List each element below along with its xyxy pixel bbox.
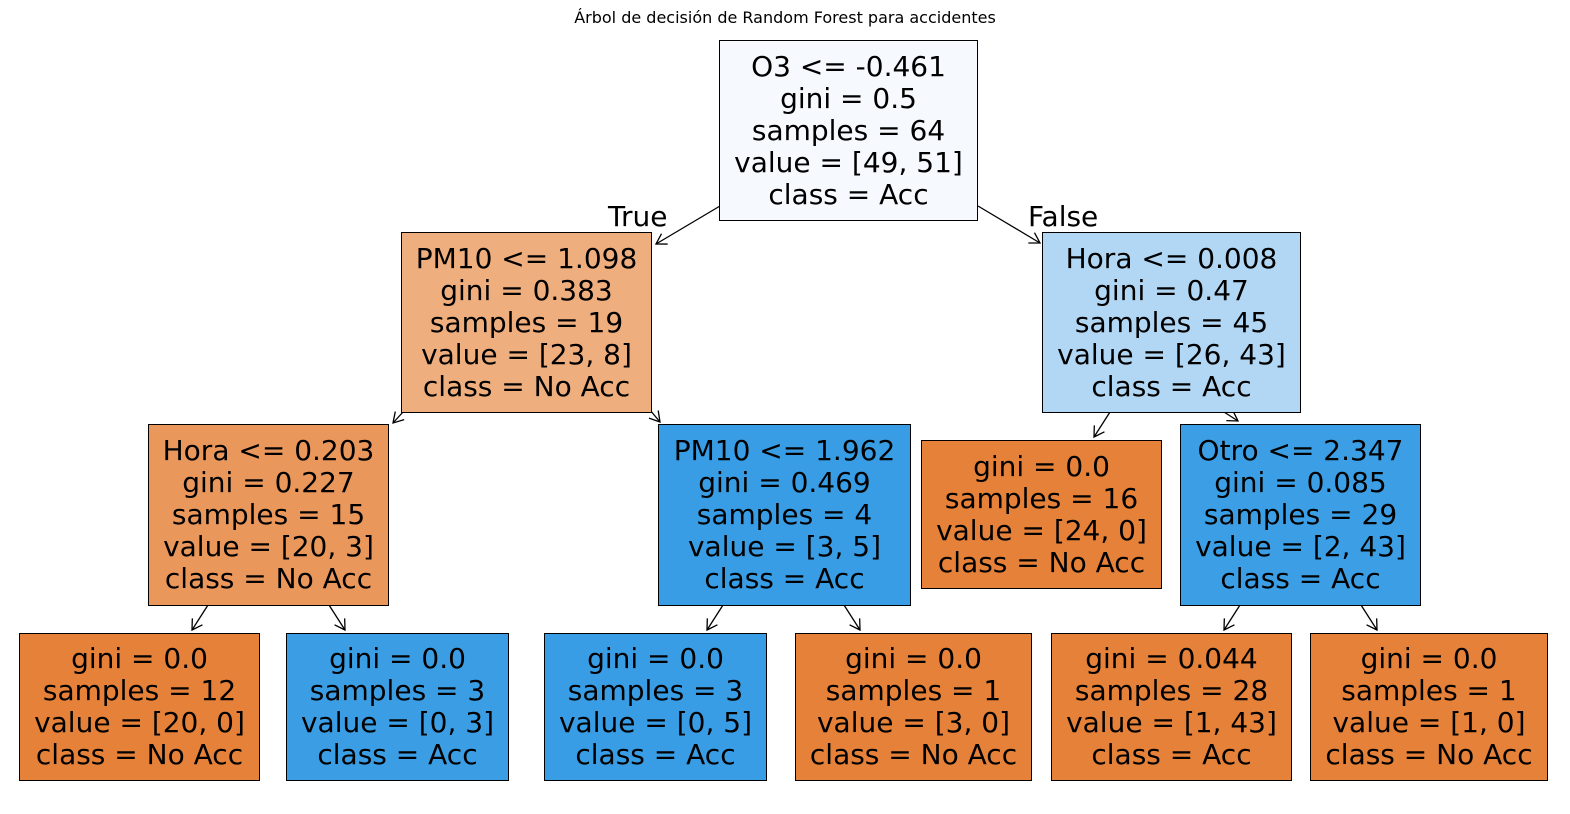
node-samples: samples = 29 [1203, 498, 1398, 531]
node-class: class = No Acc [422, 369, 631, 403]
node-split-rule: Hora <= 0.008 [1065, 241, 1278, 275]
node-gini: gini = 0.0 [587, 642, 724, 675]
node-class: class = Acc [317, 738, 478, 771]
node-value: value = [26, 43] [1057, 337, 1286, 371]
node-class: class = No Acc [35, 738, 244, 771]
edge-n3-n5 [328, 604, 346, 632]
node-split-rule: Otro <= 2.347 [1197, 434, 1404, 467]
tree-node-n1: PM10 <= 1.098 gini = 0.383 samples = 19 … [401, 232, 652, 413]
node-value: value = [3, 5] [687, 530, 882, 563]
node-samples: samples = 64 [751, 113, 946, 147]
edge-label-false: False [1028, 200, 1099, 233]
tree-node-n4: gini = 0.0 samples = 12 value = [20, 0] … [19, 633, 260, 781]
edge-n10-n12 [1360, 604, 1378, 632]
node-gini: gini = 0.0 [329, 642, 466, 675]
node-value: value = [20, 0] [34, 706, 245, 739]
node-gini: gini = 0.383 [440, 273, 613, 307]
edge-root-n2 [977, 205, 1042, 244]
tree-node-n11: gini = 0.044 samples = 28 value = [1, 43… [1051, 633, 1292, 781]
node-split-rule: PM10 <= 1.962 [673, 434, 896, 467]
node-samples: samples = 16 [944, 481, 1139, 515]
node-value: value = [24, 0] [936, 513, 1147, 547]
tree-node-root: O3 <= -0.461 gini = 0.5 samples = 64 val… [719, 40, 978, 221]
node-class: class = No Acc [937, 545, 1146, 579]
node-gini: gini = 0.47 [1094, 273, 1249, 307]
node-split-rule: PM10 <= 1.098 [415, 241, 638, 275]
tree-node-n12: gini = 0.0 samples = 1 value = [1, 0] cl… [1310, 633, 1548, 781]
node-gini: gini = 0.0 [71, 642, 208, 675]
node-value: value = [3, 0] [816, 706, 1011, 739]
node-gini: gini = 0.044 [1085, 642, 1258, 675]
node-value: value = [0, 3] [300, 706, 495, 739]
node-gini: gini = 0.5 [780, 81, 917, 115]
node-split-rule: O3 <= -0.461 [751, 49, 946, 83]
node-class: class = No Acc [164, 562, 373, 595]
node-class: class = Acc [704, 562, 865, 595]
node-split-rule: Hora <= 0.203 [162, 434, 375, 467]
node-value: value = [49, 51] [734, 145, 963, 179]
edge-n6-n7 [706, 604, 724, 632]
node-gini: gini = 0.0 [1360, 642, 1498, 675]
node-class: class = No Acc [1325, 738, 1533, 771]
node-samples: samples = 19 [429, 305, 624, 339]
node-class: class = Acc [1220, 562, 1381, 595]
node-class: class = Acc [768, 177, 929, 211]
node-samples: samples = 3 [309, 674, 486, 707]
node-class: class = Acc [1091, 738, 1252, 771]
node-gini: gini = 0.227 [182, 466, 355, 499]
node-samples: samples = 12 [42, 674, 237, 707]
tree-node-n8: gini = 0.0 samples = 1 value = [3, 0] cl… [795, 633, 1032, 781]
node-samples: samples = 1 [1341, 674, 1517, 707]
node-value: value = [23, 8] [421, 337, 632, 371]
node-gini: gini = 0.469 [698, 466, 871, 499]
node-samples: samples = 1 [825, 674, 1002, 707]
edge-root-n1 [654, 205, 721, 245]
node-gini: gini = 0.0 [973, 449, 1110, 483]
edge-n6-n8 [843, 604, 861, 632]
node-samples: samples = 4 [696, 498, 873, 531]
node-value: value = [0, 5] [558, 706, 753, 739]
node-value: value = [1, 0] [1332, 706, 1526, 739]
tree-node-n9: gini = 0.0 samples = 16 value = [24, 0] … [921, 440, 1162, 589]
edge-n10-n11 [1223, 604, 1241, 632]
node-samples: samples = 28 [1074, 674, 1269, 707]
node-gini: gini = 0.0 [845, 642, 982, 675]
edge-n3-n4 [191, 604, 209, 632]
tree-node-n6: PM10 <= 1.962 gini = 0.469 samples = 4 v… [658, 424, 911, 606]
node-class: class = Acc [575, 738, 736, 771]
tree-node-n2: Hora <= 0.008 gini = 0.47 samples = 45 v… [1042, 232, 1301, 413]
node-samples: samples = 45 [1074, 305, 1269, 339]
tree-node-n5: gini = 0.0 samples = 3 value = [0, 3] cl… [286, 633, 509, 781]
edge-label-true: True [608, 200, 668, 233]
node-value: value = [2, 43] [1195, 530, 1406, 563]
chart-title: Árbol de decisión de Random Forest para … [574, 8, 996, 27]
edge-n1-n3 [392, 411, 405, 424]
edge-n2-n9 [1093, 411, 1111, 439]
node-samples: samples = 15 [171, 498, 366, 531]
tree-node-n10: Otro <= 2.347 gini = 0.085 samples = 29 … [1180, 424, 1421, 606]
node-class: class = Acc [1091, 369, 1252, 403]
node-value: value = [1, 43] [1066, 706, 1277, 739]
node-value: value = [20, 3] [163, 530, 374, 563]
node-class: class = No Acc [809, 738, 1018, 771]
node-gini: gini = 0.085 [1214, 466, 1387, 499]
tree-node-n3: Hora <= 0.203 gini = 0.227 samples = 15 … [148, 424, 389, 606]
edge-n2-n10 [1223, 410, 1240, 422]
tree-node-n7: gini = 0.0 samples = 3 value = [0, 5] cl… [544, 633, 767, 781]
node-samples: samples = 3 [567, 674, 744, 707]
